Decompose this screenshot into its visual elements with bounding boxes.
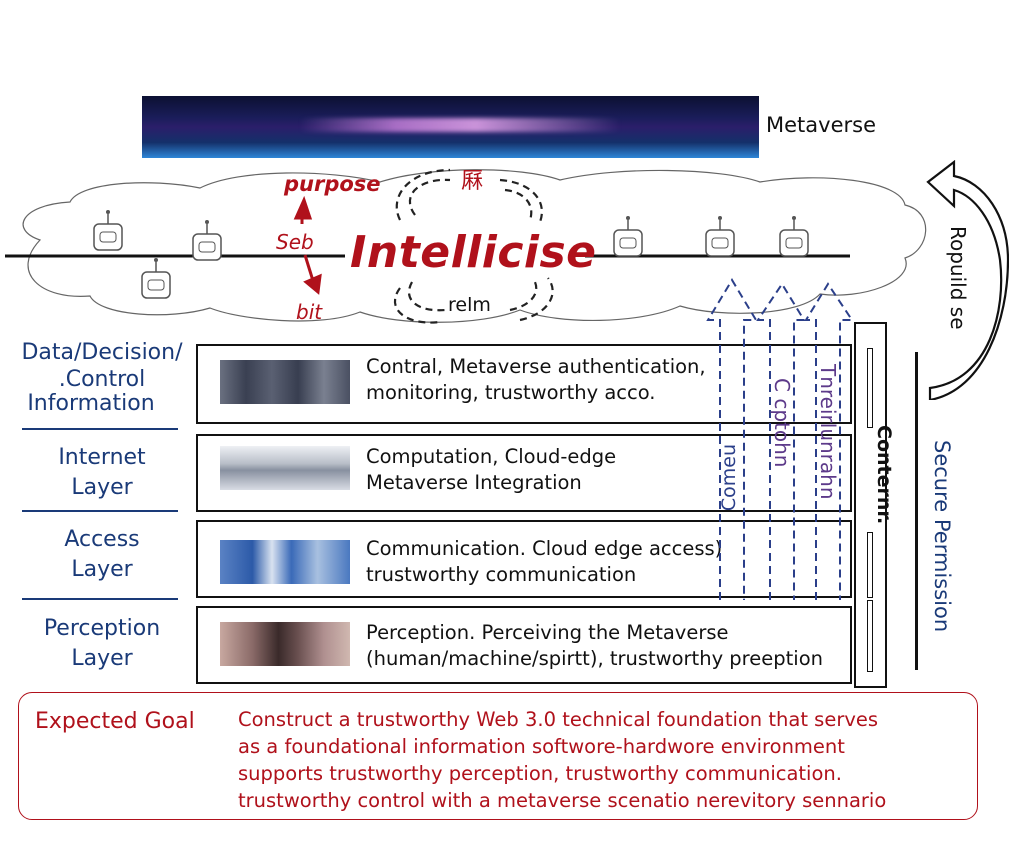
layer-box-access: Communication. Cloud edge access) trustw… [196,520,852,598]
arrow-cpohn [756,282,806,600]
layer-box-internet: Computation, Cloud-edge Metaverse Integr… [196,434,852,512]
seb-label: Seb [276,230,314,254]
curved-return-arrow [926,160,1009,400]
label-line: Information [27,391,155,416]
tmlu-label: Tnreirlunrahn [816,364,840,500]
goal-line: Construct a trustworthy Web 3.0 technica… [238,708,879,731]
top-glyph: 厤 [461,169,484,194]
text-line: (human/machine/spirtt), trustworthy pree… [366,647,823,670]
layer-label-access: Access Layer [4,525,200,585]
expected-goal-text: Construct a trustworthy Web 3.0 technica… [238,706,973,814]
arrow-comeu [706,278,758,600]
metaverse-label: Metaverse [766,113,876,137]
text-line: Computation, Cloud-edge [366,445,617,468]
robot-icon [93,210,123,251]
dashed-up-arrows [706,278,854,600]
perception-layer-thumbnail [220,622,350,666]
cloud-outline [22,169,927,323]
content-bar [854,322,887,688]
label-line: Access [64,527,140,552]
rebuild-label: Ropuild se [946,226,970,330]
content-slot [867,532,873,598]
layer-box-control: Contral, Metaverse authentication, monit… [196,344,852,424]
separator-line [22,598,178,600]
layer-description: Perception. Perceiving the Metaverse (hu… [366,620,823,672]
banner-glow [300,118,620,132]
content-slot [867,600,873,672]
text-line: Communication. Cloud edge access) [366,537,723,560]
layer-description: Communication. Cloud edge access) trustw… [366,536,722,588]
goal-line: supports trustworthy perception, trustwo… [238,762,842,785]
text-line: Contral, Metaverse authentication, [366,355,706,378]
control-layer-thumbnail [220,360,350,404]
label-line: Layer [71,646,133,671]
internet-layer-thumbnail [220,446,350,490]
comeu-label: Comeu [718,444,740,512]
cpohn-label: C cptohn [770,378,794,468]
access-layer-thumbnail [220,540,350,584]
secure-permission-label: Secure Permission [930,440,954,633]
relm-label: relm [448,294,491,316]
goal-line: as a foundational information softwore-h… [238,735,845,758]
dashed-swirl [393,168,554,324]
expected-goal-title: Expected Goal [35,709,195,734]
layer-label-control: Data/Decision/ .Control Information [4,338,200,416]
expected-goal-box [18,692,978,820]
label-line: .Control [58,367,146,392]
intellicise-cloud [5,168,927,324]
bit-label: bit [296,300,323,324]
layer-box-perception: Perception. Perceiving the Metaverse (hu… [196,606,852,684]
label-line: Internet [58,445,146,470]
purpose-label: purpose [284,172,381,196]
secure-line [915,352,918,670]
layer-description: Computation, Cloud-edge Metaverse Integr… [366,444,616,496]
text-line: Metaverse Integration [366,471,582,494]
arrow-tmlu [804,282,854,600]
content-label: Conternr. [873,425,895,525]
label-line: Data/Decision/ [21,340,183,365]
red-double-arrow [293,195,322,295]
label-line: Layer [71,475,133,500]
content-slot [867,348,873,428]
text-line: Perception. Perceiving the Metaverse [366,621,729,644]
label-line: Perception [43,616,161,641]
robot-icon [141,258,171,299]
separator-line [22,510,178,512]
separator-line [22,428,178,430]
layer-label-perception: Perception Layer [4,614,200,674]
robot-icon [705,216,735,257]
intellicise-title: Intellicise [350,227,597,278]
text-line: trustworthy communication [366,563,637,586]
text-line: monitoring, trustworthy acco. [366,381,656,404]
label-line: Layer [71,557,133,582]
robot-icon [192,220,222,261]
layer-description: Contral, Metaverse authentication, monit… [366,354,706,406]
layer-label-internet: Internet Layer [4,443,200,503]
robot-icon [613,216,643,257]
goal-line: trustworthy control with a metaverse sce… [238,789,887,812]
robot-icon [779,216,809,257]
